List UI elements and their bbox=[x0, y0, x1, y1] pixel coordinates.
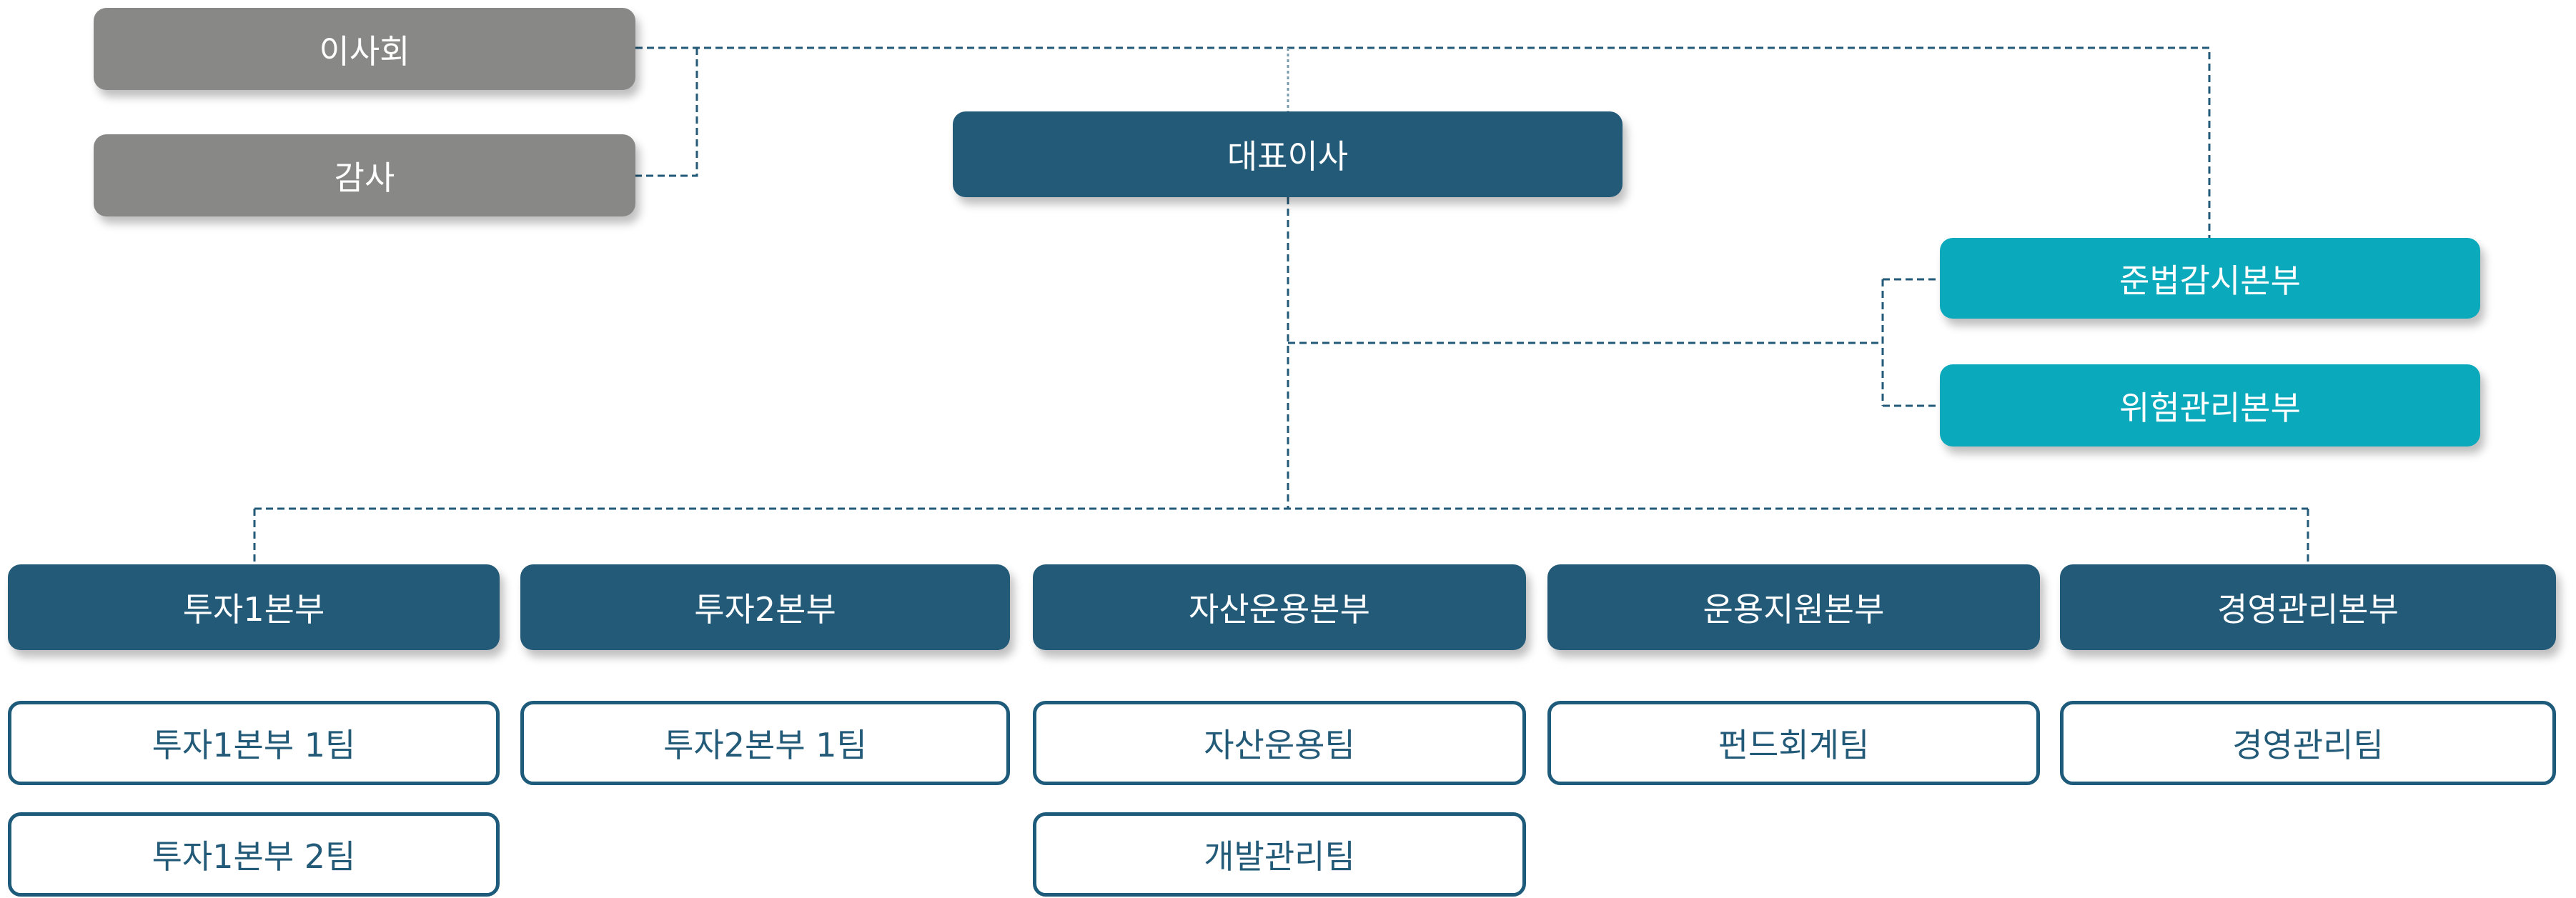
ceo-box: 대표이사 bbox=[953, 111, 1623, 197]
division-box: 투자1본부 bbox=[8, 564, 500, 650]
team-box: 투자1본부 1팀 bbox=[8, 701, 500, 785]
auditor-line bbox=[635, 48, 698, 177]
division-box: 경영관리본부 bbox=[2060, 564, 2556, 650]
auditor-box: 감사 bbox=[94, 134, 635, 216]
staff-line bbox=[1288, 278, 1940, 407]
division-box: 운용지원본부 bbox=[1547, 564, 2040, 650]
compliance-box: 준법감시본부 bbox=[1940, 238, 2480, 319]
team-box: 펀드회계팀 bbox=[1547, 701, 2040, 785]
division-box: 자산운용본부 bbox=[1033, 564, 1526, 650]
division-line bbox=[253, 507, 2309, 564]
risk-box: 위험관리본부 bbox=[1940, 364, 2480, 446]
board-box: 이사회 bbox=[94, 8, 635, 90]
team-box: 자산운용팀 bbox=[1033, 701, 1526, 785]
board-line bbox=[635, 46, 2211, 238]
division-box: 투자2본부 bbox=[520, 564, 1010, 650]
team-box: 투자2본부 1팀 bbox=[520, 701, 1010, 785]
team-box: 개발관리팀 bbox=[1033, 812, 1526, 897]
team-box: 투자1본부 2팀 bbox=[8, 812, 500, 897]
team-box: 경영관리팀 bbox=[2060, 701, 2556, 785]
